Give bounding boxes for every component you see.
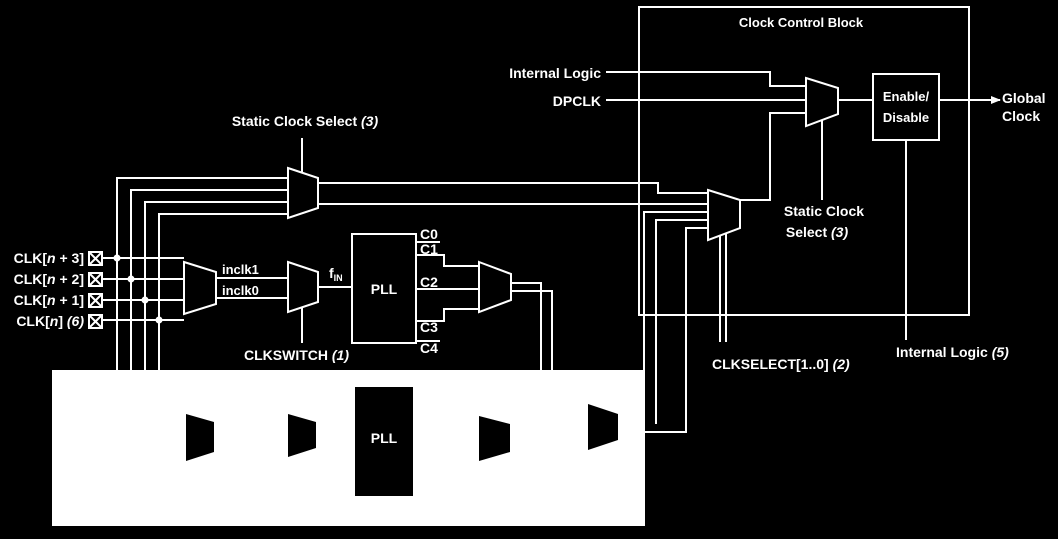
output-label-c1: C1 <box>420 241 438 257</box>
static-clock-select-right-label-1: Static Clock <box>784 203 864 219</box>
junction-dot-n2 <box>127 275 135 283</box>
clock-control-block-box <box>638 6 970 316</box>
internal-logic-wire <box>606 71 806 87</box>
clkswitch-mux <box>287 260 319 314</box>
output-label-c4: C4 <box>420 340 438 356</box>
clkswitch-label: CLKSWITCH (1) <box>244 347 349 363</box>
dpclk-label: DPCLK <box>553 93 601 109</box>
bottom-pll-label: PLL <box>371 430 398 446</box>
bottom-mux-1 <box>186 414 214 461</box>
junction-dot-n <box>155 316 163 324</box>
bottom-panel <box>52 370 645 526</box>
clk-pin-box-n2 <box>88 272 103 287</box>
bottom-mux-4 <box>588 404 618 450</box>
static-clock-select-label: Static Clock Select (3) <box>232 113 379 129</box>
bus-line-2 <box>130 189 288 372</box>
clock-control-block-title: Clock Control Block <box>739 15 864 30</box>
internal-logic-bottom-label: Internal Logic (5) <box>896 344 1009 360</box>
inclk-mux <box>183 260 217 316</box>
output-mux-wire-1 <box>511 282 542 372</box>
clk-pin-label-n1: CLK[n + 1] <box>14 292 84 308</box>
internal-logic-label: Internal Logic <box>509 65 601 81</box>
fin-label: fIN <box>329 265 343 283</box>
clkselect-mux <box>707 188 741 242</box>
global-clock-label-1: Global <box>1002 90 1046 106</box>
clk-pin-box-n3 <box>88 251 103 266</box>
mux-to-mux-wire <box>740 112 806 201</box>
clk-pin-box-n <box>88 314 103 329</box>
output-label-c2: C2 <box>420 274 438 290</box>
static-clock-select-mux <box>287 166 319 220</box>
output-mux-wire-2 <box>511 290 553 372</box>
pll-output-c3-wire <box>416 308 479 322</box>
bottom-pll-block <box>355 387 413 496</box>
clk-pin-box-n1 <box>88 293 103 308</box>
bottom-mux-2 <box>288 414 316 457</box>
bus-line-3 <box>144 201 288 372</box>
static-mux-to-clkselect-wire <box>318 182 708 194</box>
clk-pin-label-n2: CLK[n + 2] <box>14 271 84 287</box>
junction-dot-n3 <box>113 254 121 262</box>
output-label-c3: C3 <box>420 319 438 335</box>
bottom-mux-3 <box>479 416 510 461</box>
pll-output-c1-wire <box>416 254 479 267</box>
bottom-to-clkselect-wire-3 <box>644 227 708 433</box>
clk-pin-label-n3: CLK[n + 3] <box>14 250 84 266</box>
clkselect-label: CLKSELECT[1..0] (2) <box>712 356 850 372</box>
pll-label: PLL <box>371 281 398 297</box>
pll-output-mux <box>478 260 512 314</box>
bus-line-1 <box>116 177 288 372</box>
output-label-c0: C0 <box>420 226 438 242</box>
enable-disable-label-2: Disable <box>883 110 929 125</box>
inclk1-label: inclk1 <box>222 262 259 277</box>
global-clock-label-2: Clock <box>1002 108 1040 124</box>
clk-pin-label-n: CLK[n] (6) <box>16 313 84 329</box>
global-clock-mux <box>805 76 839 128</box>
enable-disable-label-1: Enable/ <box>883 89 930 104</box>
bottom-to-clkselect-wire-1 <box>643 211 708 428</box>
inclk0-label: inclk0 <box>222 283 259 298</box>
bottom-to-clkselect-wire-2 <box>655 219 708 424</box>
enable-disable-block <box>872 73 940 141</box>
junction-dot-n1 <box>141 296 149 304</box>
static-clock-select-right-label-2: Select (3) <box>786 224 849 240</box>
